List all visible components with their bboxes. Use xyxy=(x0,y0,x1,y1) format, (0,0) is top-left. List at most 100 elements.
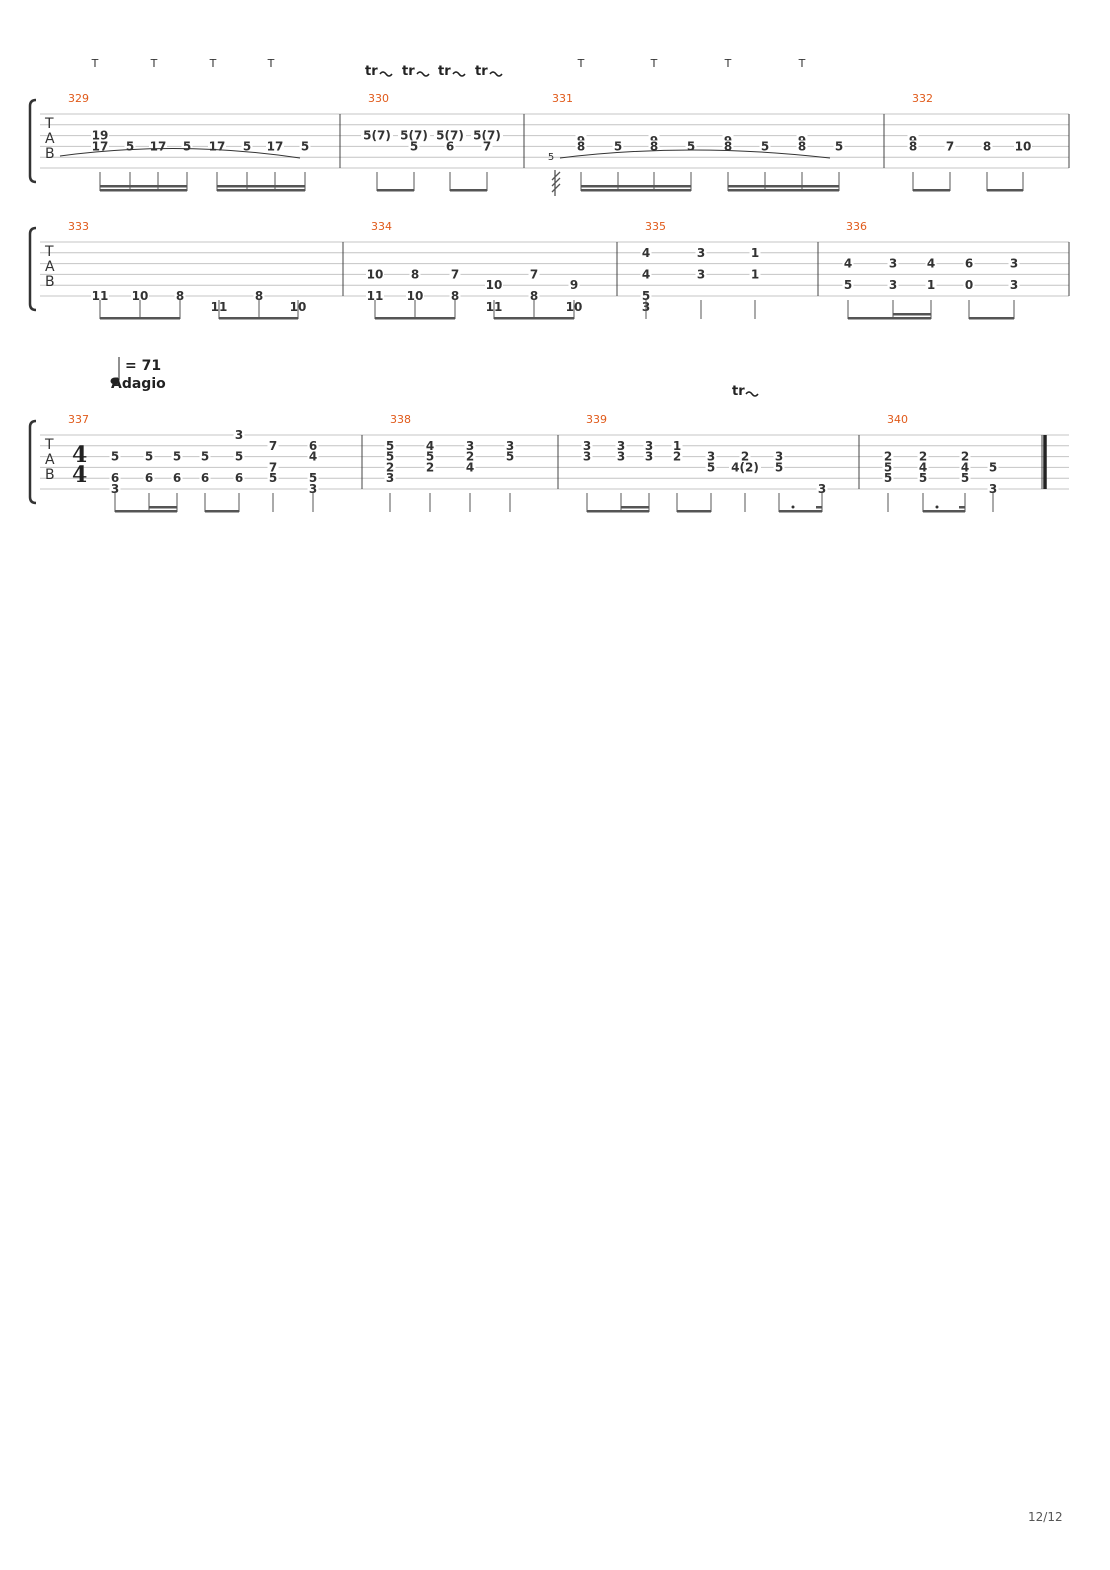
fret-number: 3 xyxy=(1010,257,1018,271)
fret-bg xyxy=(307,439,319,452)
fret-bg xyxy=(882,472,894,485)
fret-number: 5 xyxy=(426,450,434,464)
fret-number: 3 xyxy=(617,450,625,464)
trill-mark: tr xyxy=(438,64,451,79)
grace-tremolo xyxy=(551,170,561,196)
fret-bg xyxy=(528,290,540,302)
fret-number: 4(2) xyxy=(731,460,759,474)
measure-number: 331 xyxy=(552,92,573,105)
fret-number: 5 xyxy=(884,460,892,474)
fret-number: 3 xyxy=(697,267,705,281)
fret-number: 5 xyxy=(173,450,181,464)
beam xyxy=(728,185,839,188)
fret-bg xyxy=(241,140,253,153)
fret-number: 2 xyxy=(919,450,927,464)
sub-beam xyxy=(621,506,649,509)
fret-bg xyxy=(398,129,430,142)
fret-bg xyxy=(963,279,975,292)
fret-bg xyxy=(643,439,655,452)
fret-bg xyxy=(471,129,503,142)
fret-bg xyxy=(575,140,587,153)
measure-number: 338 xyxy=(390,413,411,426)
fret-number: 8 xyxy=(983,139,991,153)
fret-number: 5(7) xyxy=(436,129,464,143)
fret-number: 8 xyxy=(255,289,263,303)
fret-bg xyxy=(91,129,109,142)
fret-number: 3 xyxy=(697,246,705,260)
fret-bg xyxy=(705,450,717,463)
tempo-marking: Adagio xyxy=(111,376,166,392)
fret-bg xyxy=(199,472,211,485)
fret-bg xyxy=(796,140,808,153)
fret-bg xyxy=(685,140,697,153)
fret-number: 5 xyxy=(707,460,715,474)
fret-bg xyxy=(917,472,929,485)
system-bracket xyxy=(28,98,37,184)
tempo-note-head xyxy=(110,377,120,385)
fret-number: 6 xyxy=(201,471,209,485)
fret-number: 2 xyxy=(673,450,681,464)
fret-bg xyxy=(705,461,717,474)
fret-number: 3 xyxy=(775,450,783,464)
fret-number: 4 xyxy=(919,460,927,474)
measure-number: 337 xyxy=(68,413,89,426)
fret-bg xyxy=(944,140,956,153)
fret-bg xyxy=(615,450,627,463)
fret-bg xyxy=(253,290,265,302)
fret-bg xyxy=(504,450,516,463)
fret-number: 8 xyxy=(176,289,184,303)
fret-bg xyxy=(307,483,319,495)
measure-number: 340 xyxy=(887,413,908,426)
tab-letter: T xyxy=(44,244,54,260)
time-signature-bottom: 4 xyxy=(72,462,87,488)
beam xyxy=(219,317,298,320)
measure-number: 339 xyxy=(586,413,607,426)
measure-number: 333 xyxy=(68,220,89,233)
dot xyxy=(791,505,795,509)
fret-number: 11 xyxy=(92,289,109,303)
beam xyxy=(205,510,239,513)
fret-bg xyxy=(267,472,279,485)
fret-bg xyxy=(925,257,937,270)
fret-number: 6 xyxy=(965,257,973,271)
fret-bg xyxy=(91,140,109,153)
fret-bg xyxy=(504,439,516,452)
fret-number: 17 xyxy=(150,139,167,153)
fret-number: 8 xyxy=(451,289,459,303)
fret-number: 7 xyxy=(269,439,277,453)
beam xyxy=(100,185,187,188)
fret-number: 7 xyxy=(946,139,954,153)
fret-bg xyxy=(424,450,436,463)
sub-beam xyxy=(893,313,931,316)
fret-number: 3 xyxy=(889,257,897,271)
fret-bg xyxy=(434,129,466,142)
fret-number: 5(7) xyxy=(400,129,428,143)
page-number: 12/12 xyxy=(1028,1510,1063,1524)
fret-bg xyxy=(882,450,894,463)
fret-number: 4 xyxy=(961,460,969,474)
fret-bg xyxy=(174,290,186,302)
fret-number: 3 xyxy=(583,439,591,453)
beam xyxy=(728,189,839,192)
tap-mark: T xyxy=(577,57,585,70)
fret-bg xyxy=(485,279,503,292)
fret-bg xyxy=(109,450,121,463)
measure-number: 335 xyxy=(645,220,666,233)
fret-bg xyxy=(233,450,245,463)
tap-mark: T xyxy=(724,57,732,70)
beam xyxy=(677,510,711,513)
fret-bg xyxy=(124,140,136,153)
fret-bg xyxy=(640,290,652,302)
fret-number: 6 xyxy=(235,471,243,485)
fret-number: 0 xyxy=(965,278,973,292)
tab-letter: B xyxy=(45,146,55,162)
fret-number: 3 xyxy=(309,482,317,496)
fret-number: 10 xyxy=(407,289,424,303)
fret-bg xyxy=(648,140,660,153)
fret-bg xyxy=(987,461,999,474)
fret-number: 4 xyxy=(844,257,852,271)
trill-wave xyxy=(745,391,759,397)
fret-number: 6 xyxy=(173,471,181,485)
fret-number: 3 xyxy=(707,450,715,464)
beam xyxy=(923,510,965,513)
